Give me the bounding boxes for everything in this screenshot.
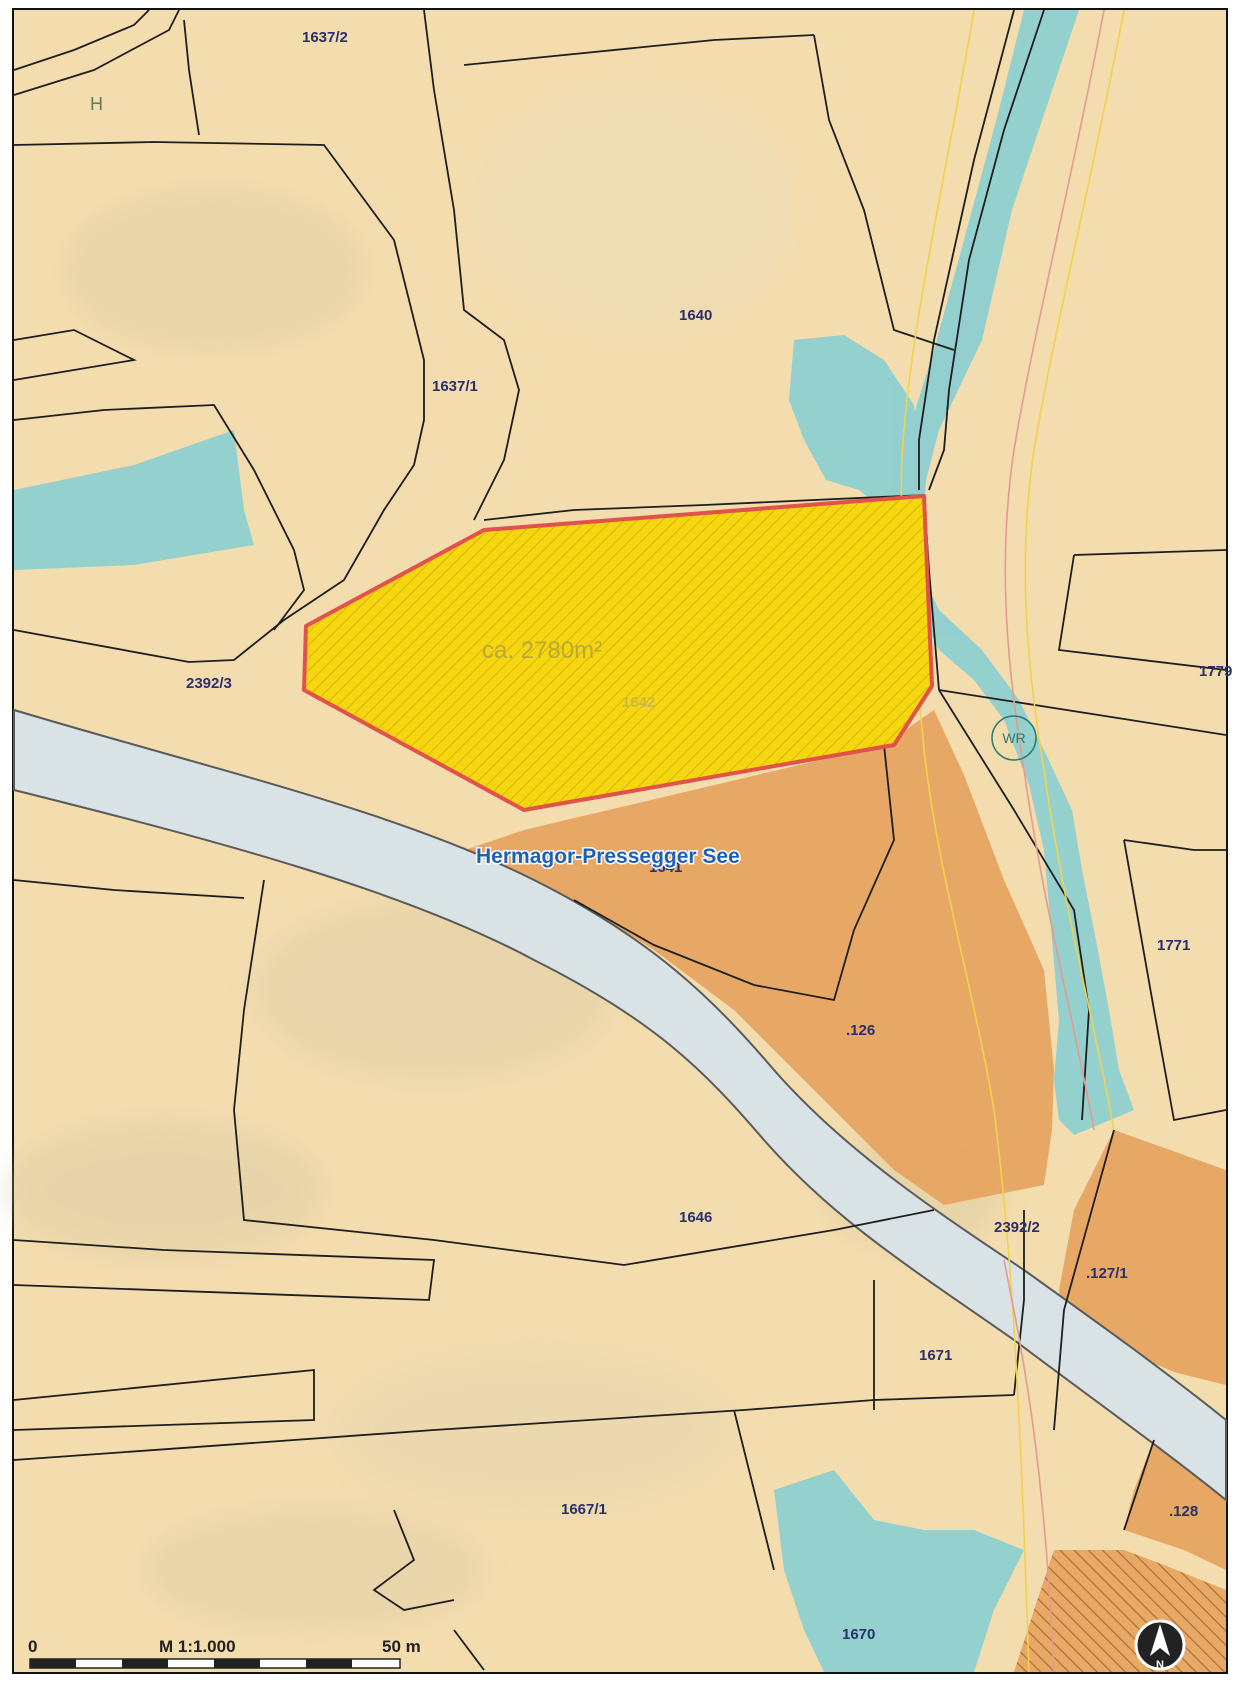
scale-bar-end: 50 m bbox=[382, 1637, 421, 1656]
scale-bar: 0 M 1:1.000 50 m bbox=[28, 1637, 421, 1669]
highlighted-area-size: ca. 2780m² bbox=[482, 637, 602, 664]
place-name-label: Hermagor-Pressegger See bbox=[476, 845, 740, 868]
plot-label-1779: 1779 bbox=[1199, 663, 1232, 680]
plot-label-1646: 1646 bbox=[679, 1209, 712, 1226]
road-hermagor-pressegger-see bbox=[13, 708, 1227, 1503]
built-up-areas bbox=[459, 710, 1226, 1672]
water-west bbox=[14, 430, 254, 570]
north-arrow-letter: N bbox=[1156, 1659, 1164, 1671]
plot-label-128: .128 bbox=[1169, 1503, 1198, 1520]
plot-label-2392-3: 2392/3 bbox=[186, 675, 232, 692]
cadastral-map[interactable]: WR H 1637/2 1640 1637/1 2392/3 1779 1641… bbox=[4, 9, 1232, 1673]
plot-label-1771: 1771 bbox=[1157, 937, 1190, 954]
plot-label-1637-2: 1637/2 bbox=[302, 29, 348, 46]
highlighted-parcel-1642[interactable] bbox=[302, 494, 934, 812]
river-channel bbox=[899, 10, 1134, 1135]
plot-label-1637-1: 1637/1 bbox=[432, 378, 478, 395]
plot-label-1640: 1640 bbox=[679, 307, 712, 324]
parcel-boundaries bbox=[13, 9, 1227, 1671]
plot-126-area bbox=[459, 710, 1054, 1205]
water-right-symbol-circle bbox=[991, 715, 1037, 761]
zone-letter: H bbox=[90, 94, 103, 114]
map-frame: WR H 1637/2 1640 1637/1 2392/3 1779 1641… bbox=[4, 8, 1232, 1674]
plot-label-1642: 1642 bbox=[622, 694, 655, 711]
utility-lines bbox=[900, 9, 1125, 1673]
plot-label-1641: 1641 bbox=[649, 859, 682, 876]
plot-labels: 1637/2 1640 1637/1 2392/3 1779 1641 .126… bbox=[186, 29, 1232, 1643]
north-arrow: N bbox=[1134, 1619, 1186, 1671]
plot-label-1671: 1671 bbox=[919, 1347, 952, 1364]
plot-label-2392-2: 2392/2 bbox=[994, 1219, 1040, 1236]
pond-north bbox=[789, 335, 919, 530]
scale-bar-label: M 1:1.000 bbox=[159, 1637, 236, 1656]
water-areas bbox=[14, 10, 1134, 1672]
plot-label-126: .126 bbox=[846, 1022, 875, 1039]
scale-bar-start: 0 bbox=[28, 1637, 37, 1656]
plot-label-1667-1: 1667/1 bbox=[561, 1501, 607, 1518]
plot-127-1-area bbox=[1059, 1130, 1226, 1385]
plot-label-127-1: .127/1 bbox=[1086, 1265, 1128, 1282]
plot-label-1670: 1670 bbox=[842, 1626, 875, 1643]
water-right-symbol: WR bbox=[1002, 730, 1025, 746]
water-south bbox=[774, 1470, 1024, 1672]
